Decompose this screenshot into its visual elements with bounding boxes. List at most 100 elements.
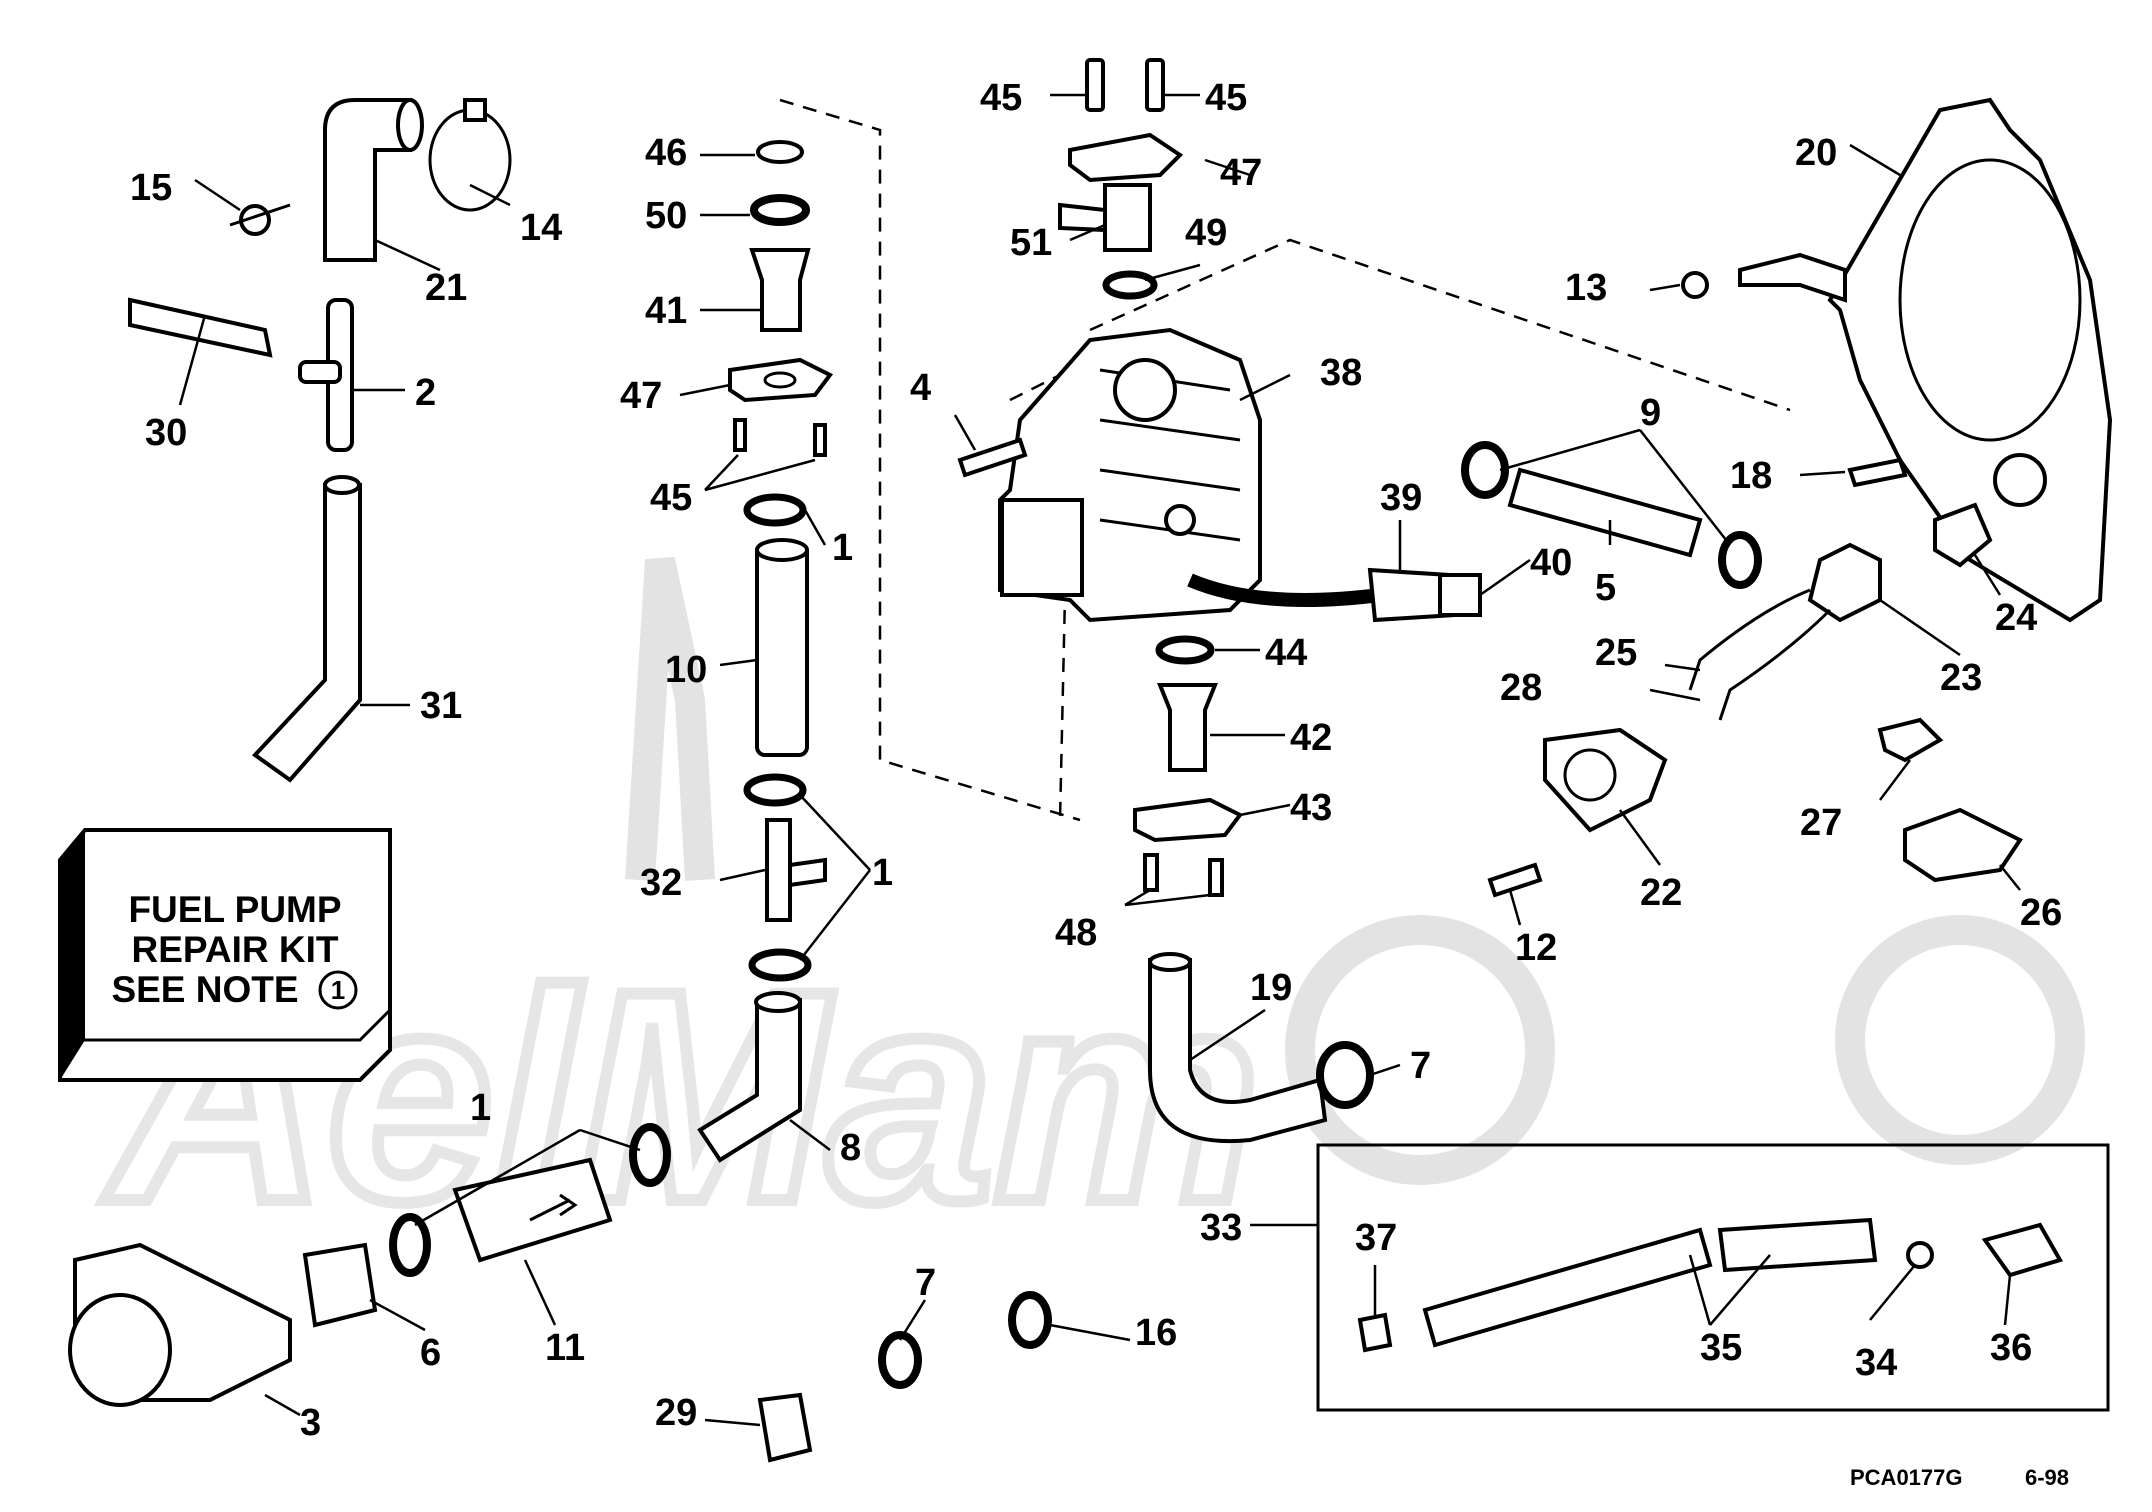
part-10-hose (755, 543, 809, 757)
label-45-top-right: 45 (1205, 77, 1247, 119)
label-47-lower: 47 (620, 375, 662, 417)
label-21: 21 (425, 267, 467, 309)
label-2: 2 (415, 372, 436, 414)
label-30: 30 (145, 412, 187, 454)
label-31: 31 (420, 685, 462, 727)
bottom-left-parts (68, 1123, 671, 1407)
part-38-fuel-pump (957, 327, 1262, 623)
part-49-o-ring (1102, 270, 1158, 300)
part-11-filter (452, 1157, 613, 1263)
pump-bottom-parts (1133, 635, 1374, 1144)
label-50: 50 (645, 195, 687, 237)
label-40: 40 (1530, 542, 1572, 584)
part-50-o-ring (750, 194, 810, 226)
small-hardware-right (1681, 271, 1993, 568)
part-47-gasket-lower (728, 357, 834, 403)
label-7-bottom: 7 (915, 1262, 936, 1304)
label-19: 19 (1250, 967, 1292, 1009)
label-51: 51 (1010, 222, 1052, 264)
label-11: 11 (545, 1327, 585, 1369)
label-12: 12 (1515, 927, 1557, 969)
label-7-right: 7 (1410, 1045, 1431, 1087)
part-51-fitting (1103, 183, 1152, 252)
part-15-clip (229, 203, 291, 236)
pump-top-parts (1058, 58, 1184, 300)
repair-kit-box: FUEL PUMP REPAIR KIT SEE NOTE 1 (58, 828, 392, 1082)
label-1-upper: 1 (832, 527, 853, 569)
part-27-connector (1877, 717, 1944, 763)
label-43: 43 (1290, 787, 1332, 829)
figure-date: 6-98 (2025, 1465, 2069, 1490)
label-34: 34 (1855, 1342, 1897, 1384)
label-27: 27 (1800, 802, 1842, 844)
label-3: 3 (300, 1402, 321, 1444)
label-10: 10 (665, 649, 707, 691)
part-21-elbow-hose (323, 98, 424, 262)
part-47-gasket-upper (1068, 132, 1184, 183)
part-14-clamp (428, 98, 512, 212)
label-18: 18 (1730, 455, 1772, 497)
label-25: 25 (1595, 632, 1637, 674)
part-23-sensor (1688, 542, 1882, 721)
label-39: 39 (1380, 477, 1422, 519)
figure-code: PCA0177G (1850, 1465, 1963, 1490)
label-45-top-left: 45 (980, 77, 1022, 119)
label-20: 20 (1795, 132, 1837, 174)
part-20-bracket (1738, 97, 2113, 623)
part-26-connector (1903, 807, 2023, 883)
label-4: 4 (910, 367, 931, 409)
leader-lines (178, 93, 2021, 1427)
label-48: 48 (1055, 912, 1097, 954)
label-23: 23 (1940, 657, 1982, 699)
label-37: 37 (1355, 1217, 1397, 1259)
note-circle (318, 970, 358, 1010)
part-39-40-harness (1187, 567, 1482, 623)
label-36: 36 (1990, 1327, 2032, 1369)
label-26: 26 (2020, 892, 2062, 934)
center-column-parts (697, 140, 834, 1163)
label-46: 46 (645, 132, 687, 174)
kit-line-2: REPAIR KIT (132, 929, 339, 970)
label-5: 5 (1595, 567, 1616, 609)
label-16: 16 (1135, 1312, 1177, 1354)
label-33: 33 (1200, 1207, 1242, 1249)
label-29: 29 (655, 1392, 697, 1434)
label-44: 44 (1265, 632, 1307, 674)
part-6-sleeve (302, 1242, 378, 1328)
label-9: 9 (1640, 392, 1661, 434)
label-41: 41 (645, 290, 687, 332)
label-47-upper: 47 (1220, 152, 1262, 194)
label-42: 42 (1290, 717, 1332, 759)
label-14: 14 (520, 207, 562, 249)
part-46-washer (756, 140, 804, 164)
part-33-kit (1316, 1143, 2110, 1412)
part-2-tee-fitting (298, 298, 354, 452)
part-41-fitting (749, 248, 811, 332)
label-28: 28 (1500, 667, 1542, 709)
kit-note-number: 1 (331, 975, 345, 1005)
part-22-bracket (1543, 727, 1668, 833)
assembly-guides (779, 98, 1791, 822)
label-24: 24 (1995, 597, 2037, 639)
label-13: 13 (1565, 267, 1607, 309)
label-8: 8 (840, 1127, 861, 1169)
bottom-middle-parts (757, 1291, 1052, 1463)
kit-line-3: SEE NOTE (111, 969, 298, 1010)
label-32: 32 (640, 862, 682, 904)
part-7-clamp (1316, 1041, 1374, 1109)
part-19-hose (1148, 958, 1328, 1144)
part-32-tee (765, 818, 792, 922)
label-1-lower: 1 (470, 1087, 491, 1129)
part-30-hose (128, 297, 273, 358)
label-6: 6 (420, 1332, 441, 1374)
callout-labels: 45 45 46 50 41 47 45 1 10 32 1 8 1 47 51… (130, 77, 2062, 1444)
kit-line-1: FUEL PUMP (128, 889, 341, 930)
part-31-hose (251, 475, 362, 783)
part-4-screw (957, 437, 1028, 478)
label-22: 22 (1640, 872, 1682, 914)
label-45-lower: 45 (650, 477, 692, 519)
part-5-9-hose-clamps (1461, 441, 1762, 589)
label-35: 35 (1700, 1327, 1742, 1369)
label-1-middle: 1 (872, 852, 893, 894)
